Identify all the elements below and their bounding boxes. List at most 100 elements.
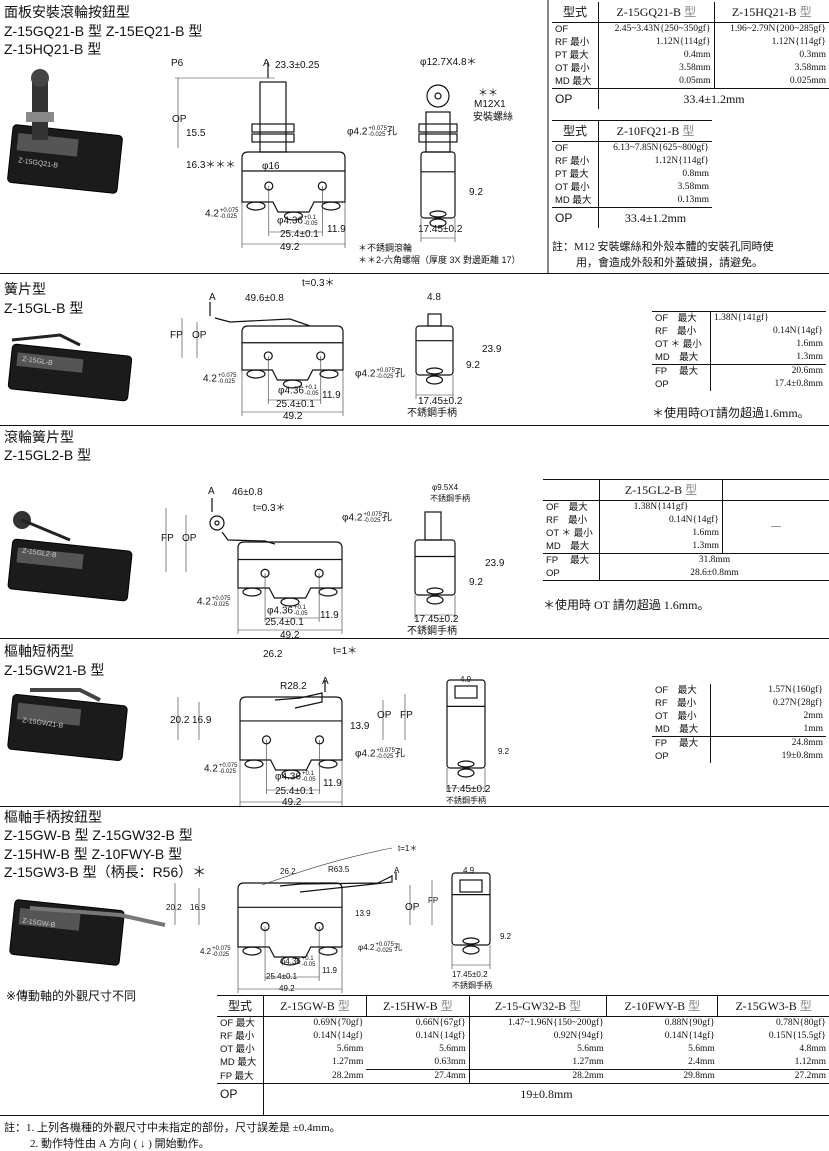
dim-label: OP xyxy=(405,902,420,913)
spec-table-gw-series: 型式 Z-15GW-B 型 Z-15HW-B 型 Z-15-GW32-B 型 Z… xyxy=(217,995,829,1116)
terminal-screw xyxy=(457,768,475,778)
dim-label: 17.45±0.2 xyxy=(418,396,463,407)
dim-label: OP xyxy=(182,533,197,544)
switch-body-outline xyxy=(239,696,343,771)
model-names: Z-15GW21-B 型 xyxy=(4,662,105,678)
model-suffix: 型 xyxy=(688,999,701,1013)
row-label: MD 最大 xyxy=(546,541,590,552)
dim-value: 4.2 xyxy=(200,947,212,957)
product-photo-label xyxy=(16,352,84,373)
dim-label: 23.9 xyxy=(482,344,502,355)
dim-label: 49.2 xyxy=(280,242,300,253)
dim-label: A xyxy=(263,58,270,69)
drawing-note: ＊不銹鋼滾輪 xyxy=(358,243,413,253)
row-label: FP 最大 xyxy=(652,736,711,750)
row-label: OT 最小 xyxy=(555,182,590,193)
dim-value: φ4.36 xyxy=(278,385,304,397)
dim-label: 46±0.8 xyxy=(232,487,263,498)
dim-label: 11.9 xyxy=(320,610,339,621)
dim-label: 4.2+0.075-0.025 xyxy=(197,596,230,608)
terminal-screw xyxy=(318,946,338,956)
dim-label: 9.2 xyxy=(469,187,483,198)
tol-minus: -0.05 xyxy=(301,962,316,968)
dim-label: FP xyxy=(428,896,439,905)
model-suffix: 型 xyxy=(685,483,698,497)
side-roller xyxy=(424,511,442,541)
cell: 1.6mm xyxy=(710,338,826,351)
model-names: Z-15GW3-B 型（柄長：R56）＊ xyxy=(4,864,207,880)
switch-body-outline xyxy=(241,151,346,213)
row-label: PT 最大 xyxy=(555,169,589,180)
roller xyxy=(209,515,225,531)
dim-label: 不銹鋼手柄 xyxy=(407,626,457,637)
dim-label: 4.2+0.075-0.025 xyxy=(200,946,231,958)
header-cell: Z-10FQ21-B 型 xyxy=(598,120,712,142)
cell: 0.15N{15.5gf} xyxy=(768,1031,826,1041)
cell: 0.14N{14gf} xyxy=(599,514,723,527)
cell: 28.2mm xyxy=(468,1069,607,1084)
model-names: Z-15GQ21-B 型 Z-15EQ21-B 型 xyxy=(4,23,203,39)
tol-minus: -0.05 xyxy=(301,777,316,783)
terminal-screw xyxy=(280,956,300,966)
side-view-outline xyxy=(420,151,456,219)
dim-label: 16.9 xyxy=(190,903,206,912)
row-label: RF 最小 xyxy=(655,698,697,709)
hole-suffix: 孔 xyxy=(381,512,392,524)
terminal-screw xyxy=(462,945,480,955)
dim-label: 13.9 xyxy=(350,721,370,732)
cell: 28.2mm xyxy=(263,1069,367,1084)
photo-roller xyxy=(31,69,49,87)
dim-value: φ4.2 xyxy=(355,368,376,380)
dim-value: φ4.2 xyxy=(355,748,376,760)
terminal-screw xyxy=(319,369,339,379)
tol-plus: +0.1 xyxy=(301,771,314,777)
header-cell: Z-15GQ21-B 型 xyxy=(598,2,715,23)
tol-plus: +0.1 xyxy=(303,215,316,221)
cell: 2.45~3.43N{250~350gf} xyxy=(598,22,715,36)
cell: 27.2mm xyxy=(717,1069,829,1084)
cell: 0.88N{90gf} xyxy=(664,1018,715,1028)
header-cell-empty xyxy=(722,479,829,501)
photo-lever xyxy=(21,518,71,542)
dim-label: 17.45±0.2 xyxy=(418,224,463,235)
terminal-screw xyxy=(429,210,447,218)
photo-plunger xyxy=(32,80,48,140)
cell: 33.4±1.2mm xyxy=(598,207,712,228)
dim-value: φ4.2 xyxy=(342,512,363,524)
switch-body-outline xyxy=(237,882,343,958)
dim-value: φ4.36 xyxy=(275,771,301,783)
dim-value: φ4.2 xyxy=(347,126,368,138)
cell: 0.14N{14gf} xyxy=(710,325,826,338)
dim-label: M12X1 xyxy=(474,99,506,110)
tol-plus: +0.075 xyxy=(363,512,382,518)
cell: 1.12mm xyxy=(794,1057,826,1067)
header-cell: 型式 xyxy=(552,120,599,142)
tol-minus: -0.05 xyxy=(303,221,318,227)
row-label: OP xyxy=(552,88,599,109)
dim-label: t=1＊ xyxy=(398,844,418,853)
section-title: 樞軸短柄型 xyxy=(4,643,74,659)
table-header-row: 型式 Z-10FQ21-B 型 xyxy=(552,120,712,142)
dim-label: ＊＊ xyxy=(478,88,498,99)
model-suffix: 型 xyxy=(684,5,697,19)
cell-na: — xyxy=(722,500,829,554)
hex-nut xyxy=(251,133,295,143)
row-label: RF 最小 xyxy=(220,1031,255,1042)
dim-label: φ4.36+0.1-0.05 xyxy=(278,385,319,397)
dim-label: FP xyxy=(400,710,413,721)
row-label: OF xyxy=(555,143,569,154)
model-suffix: 型 xyxy=(682,124,695,138)
model-name: Z-15-GW32-B xyxy=(494,999,567,1013)
cell: 2.4mm xyxy=(688,1057,715,1067)
footnote: ※傳動軸的外觀尺寸不同 xyxy=(6,989,137,1003)
